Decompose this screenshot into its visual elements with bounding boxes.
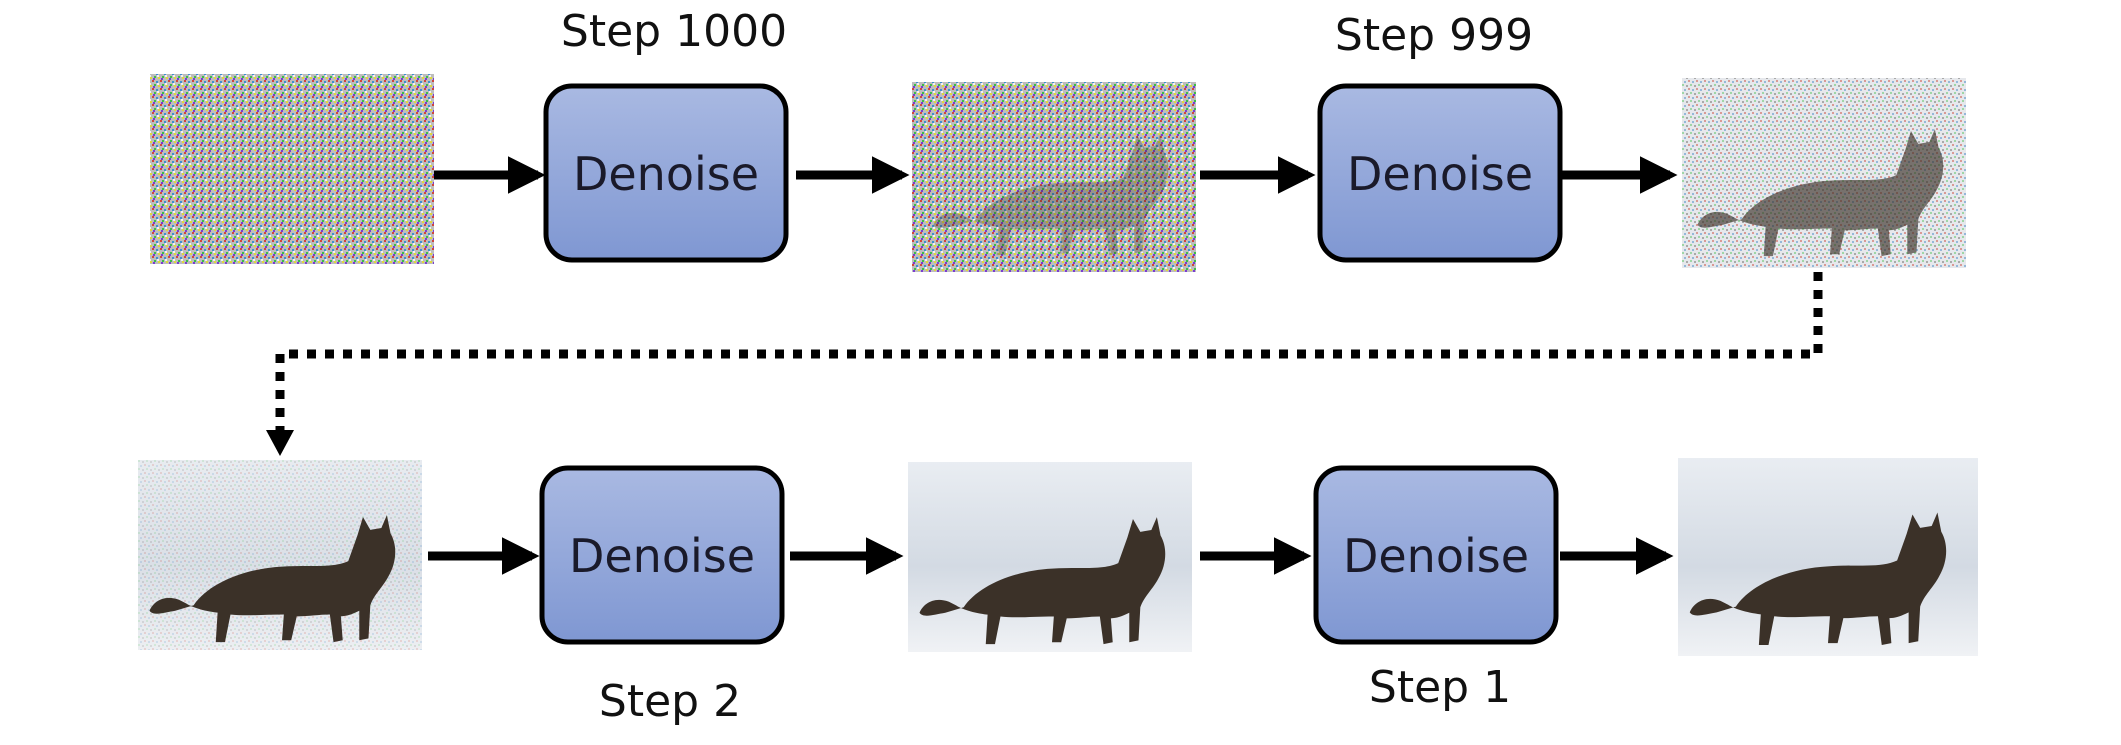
step-label-1000: Step 1000 <box>561 6 787 57</box>
denoise-label: Denoise <box>1347 147 1533 201</box>
dotted-connector <box>275 272 1823 436</box>
image-cat-slight-noise <box>138 460 422 650</box>
denoise-box: Denoise <box>539 465 785 645</box>
denoise-box: Denoise <box>543 83 789 263</box>
image-cat-near-clean <box>908 462 1192 652</box>
denoise-box: Denoise <box>1313 465 1559 645</box>
denoise-label: Denoise <box>569 529 755 583</box>
step-label-1: Step 1 <box>1369 662 1511 713</box>
image-clean-cat <box>1678 458 1978 656</box>
arrow-head <box>266 430 294 456</box>
step-label-999: Step 999 <box>1335 10 1533 61</box>
step-label-2: Step 2 <box>599 676 741 727</box>
image-light-noise-cat <box>1682 78 1966 268</box>
image-pure-noise <box>150 74 434 264</box>
denoise-label: Denoise <box>573 147 759 201</box>
image-noisy-cat <box>912 82 1196 272</box>
denoise-label: Denoise <box>1343 529 1529 583</box>
denoise-box: Denoise <box>1317 83 1563 263</box>
